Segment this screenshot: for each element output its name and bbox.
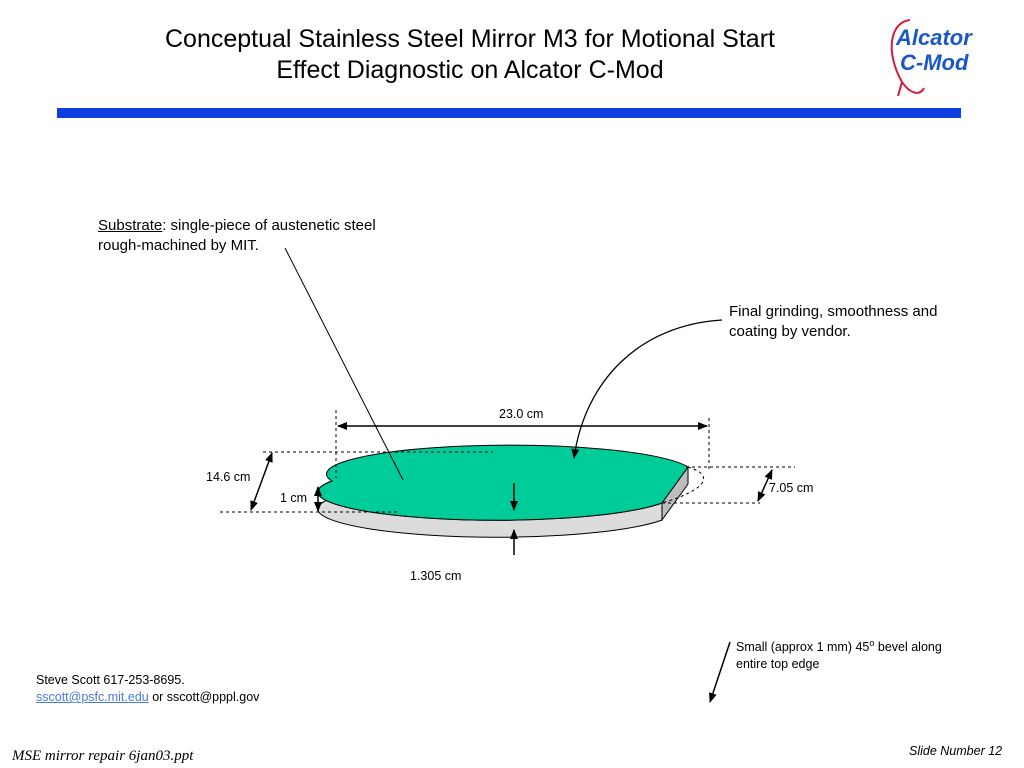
title-line-2: Effect Diagnostic on Alcator C-Mod	[276, 56, 664, 84]
vendor-text-1: Final grinding, smoothness and	[729, 303, 938, 320]
title-line-1: Conceptual Stainless Steel Mirror M3 for…	[165, 25, 775, 53]
bevel-degree: o	[869, 638, 875, 648]
substrate-label: Substrate	[98, 217, 163, 234]
width-dimension-arrow	[250, 452, 273, 511]
title-bar	[57, 108, 961, 118]
logo-line-2: C-Mod	[900, 50, 969, 75]
ellipse-dashed-continuation	[661, 466, 705, 504]
bevel-text-2: entire top edge	[736, 657, 820, 672]
bevel-annotation: Small (approx 1 mm) 45o bevel along enti…	[736, 635, 942, 673]
edge-dimension-arrow	[757, 469, 773, 502]
bevel-arrow	[709, 641, 731, 703]
substrate-leader	[284, 247, 404, 481]
vendor-text-2: coating by vendor.	[729, 323, 851, 340]
slide-title: Conceptual Stainless Steel Mirror M3 for…	[70, 24, 870, 86]
logo-line-1: Alcator	[895, 25, 973, 50]
slide-number: Slide Number 12	[909, 744, 1003, 758]
center-thickness-label: 1.305 cm	[410, 569, 462, 583]
email-mit-link[interactable]: sscott@psfc.mit.edu	[36, 690, 149, 704]
bevel-text-1b: bevel along	[874, 640, 942, 655]
edge-width-label: 7.05 cm	[769, 481, 814, 495]
alcator-cmod-logo: Alcator C-Mod	[890, 19, 973, 97]
substrate-text-1: : single-piece of austenetic steel	[162, 217, 376, 234]
contact-name-phone: Steve Scott 617-253-8695.	[36, 673, 185, 687]
vendor-curved-arrow	[571, 319, 723, 459]
vendor-annotation: Final grinding, smoothness and coating b…	[729, 302, 937, 342]
footer-filename: MSE mirror repair 6jan03.ppt	[12, 748, 194, 764]
length-label: 23.0 cm	[499, 407, 544, 421]
bevel-text-1: Small (approx 1 mm) 45	[736, 640, 870, 655]
thickness-label: 1 cm	[280, 491, 308, 505]
substrate-text-2: rough-machined by MIT.	[98, 237, 259, 254]
width-label: 14.6 cm	[206, 470, 251, 484]
substrate-annotation: Substrate: single-piece of austenetic st…	[98, 216, 376, 256]
mirror-top-surface	[317, 444, 689, 521]
contact-block: Steve Scott 617-253-8695. sscott@psfc.mi…	[36, 672, 259, 706]
email-separator: or sscott@pppl.gov	[148, 690, 260, 704]
